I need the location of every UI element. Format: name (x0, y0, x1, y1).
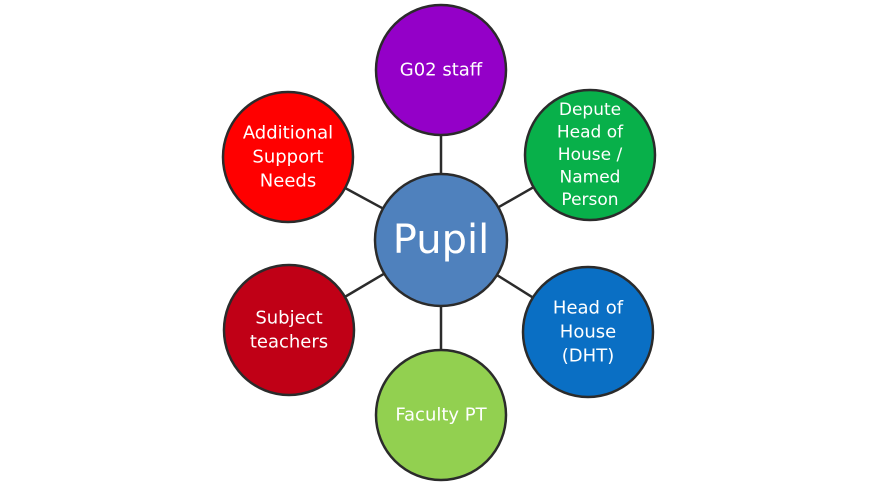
node-label-head-of-house-line-1: Head of (553, 298, 624, 319)
node-circle-additional-support (221, 90, 355, 224)
node-label-subject-teachers-line-2: teachers (250, 332, 328, 353)
node-label-depute-head-line-1: Depute (559, 100, 621, 120)
node-faculty-pt: Faculty PT (374, 348, 508, 482)
node-circle-head-of-house (521, 265, 655, 399)
node-label-additional-support-line-1: Additional (243, 123, 333, 144)
node-label-g02-staff-line-1: G02 staff (400, 60, 483, 81)
node-g02-staff: G02 staff (374, 3, 508, 137)
center-circle (373, 172, 509, 308)
connector-depute-head (497, 186, 535, 209)
node-circle-subject-teachers (222, 263, 356, 397)
node-subject-teachers: Subject teachers (222, 263, 356, 397)
node-label-head-of-house-line-2: House (560, 322, 616, 343)
node-label-head-of-house-line-3: (DHT) (562, 346, 614, 367)
center-label: Pupil (393, 217, 489, 263)
node-label-additional-support-line-3: Needs (260, 171, 316, 192)
node-label-depute-head-line-5: Person (561, 190, 618, 210)
node-label-faculty-pt-line-1: Faculty PT (395, 405, 487, 426)
node-circle-depute-head (523, 88, 657, 222)
node-label-depute-head-line-2: Head of (557, 123, 624, 143)
node-label-subject-teachers-line-1: Subject (255, 308, 322, 329)
node-circle-g02-staff (374, 3, 508, 137)
connector-additional-support (344, 186, 384, 210)
connector-head-of-house (496, 273, 534, 299)
center-node: Pupil (373, 172, 509, 308)
node-head-of-house: Head of House (DHT) (521, 265, 655, 399)
node-label-additional-support-line-2: Support (252, 147, 323, 168)
connector-lines (344, 135, 535, 350)
connector-subject-teachers (344, 272, 385, 298)
node-label-depute-head-line-4: Named (560, 168, 621, 188)
node-circle-faculty-pt (374, 348, 508, 482)
node-label-depute-head-line-3: House / (558, 145, 623, 165)
